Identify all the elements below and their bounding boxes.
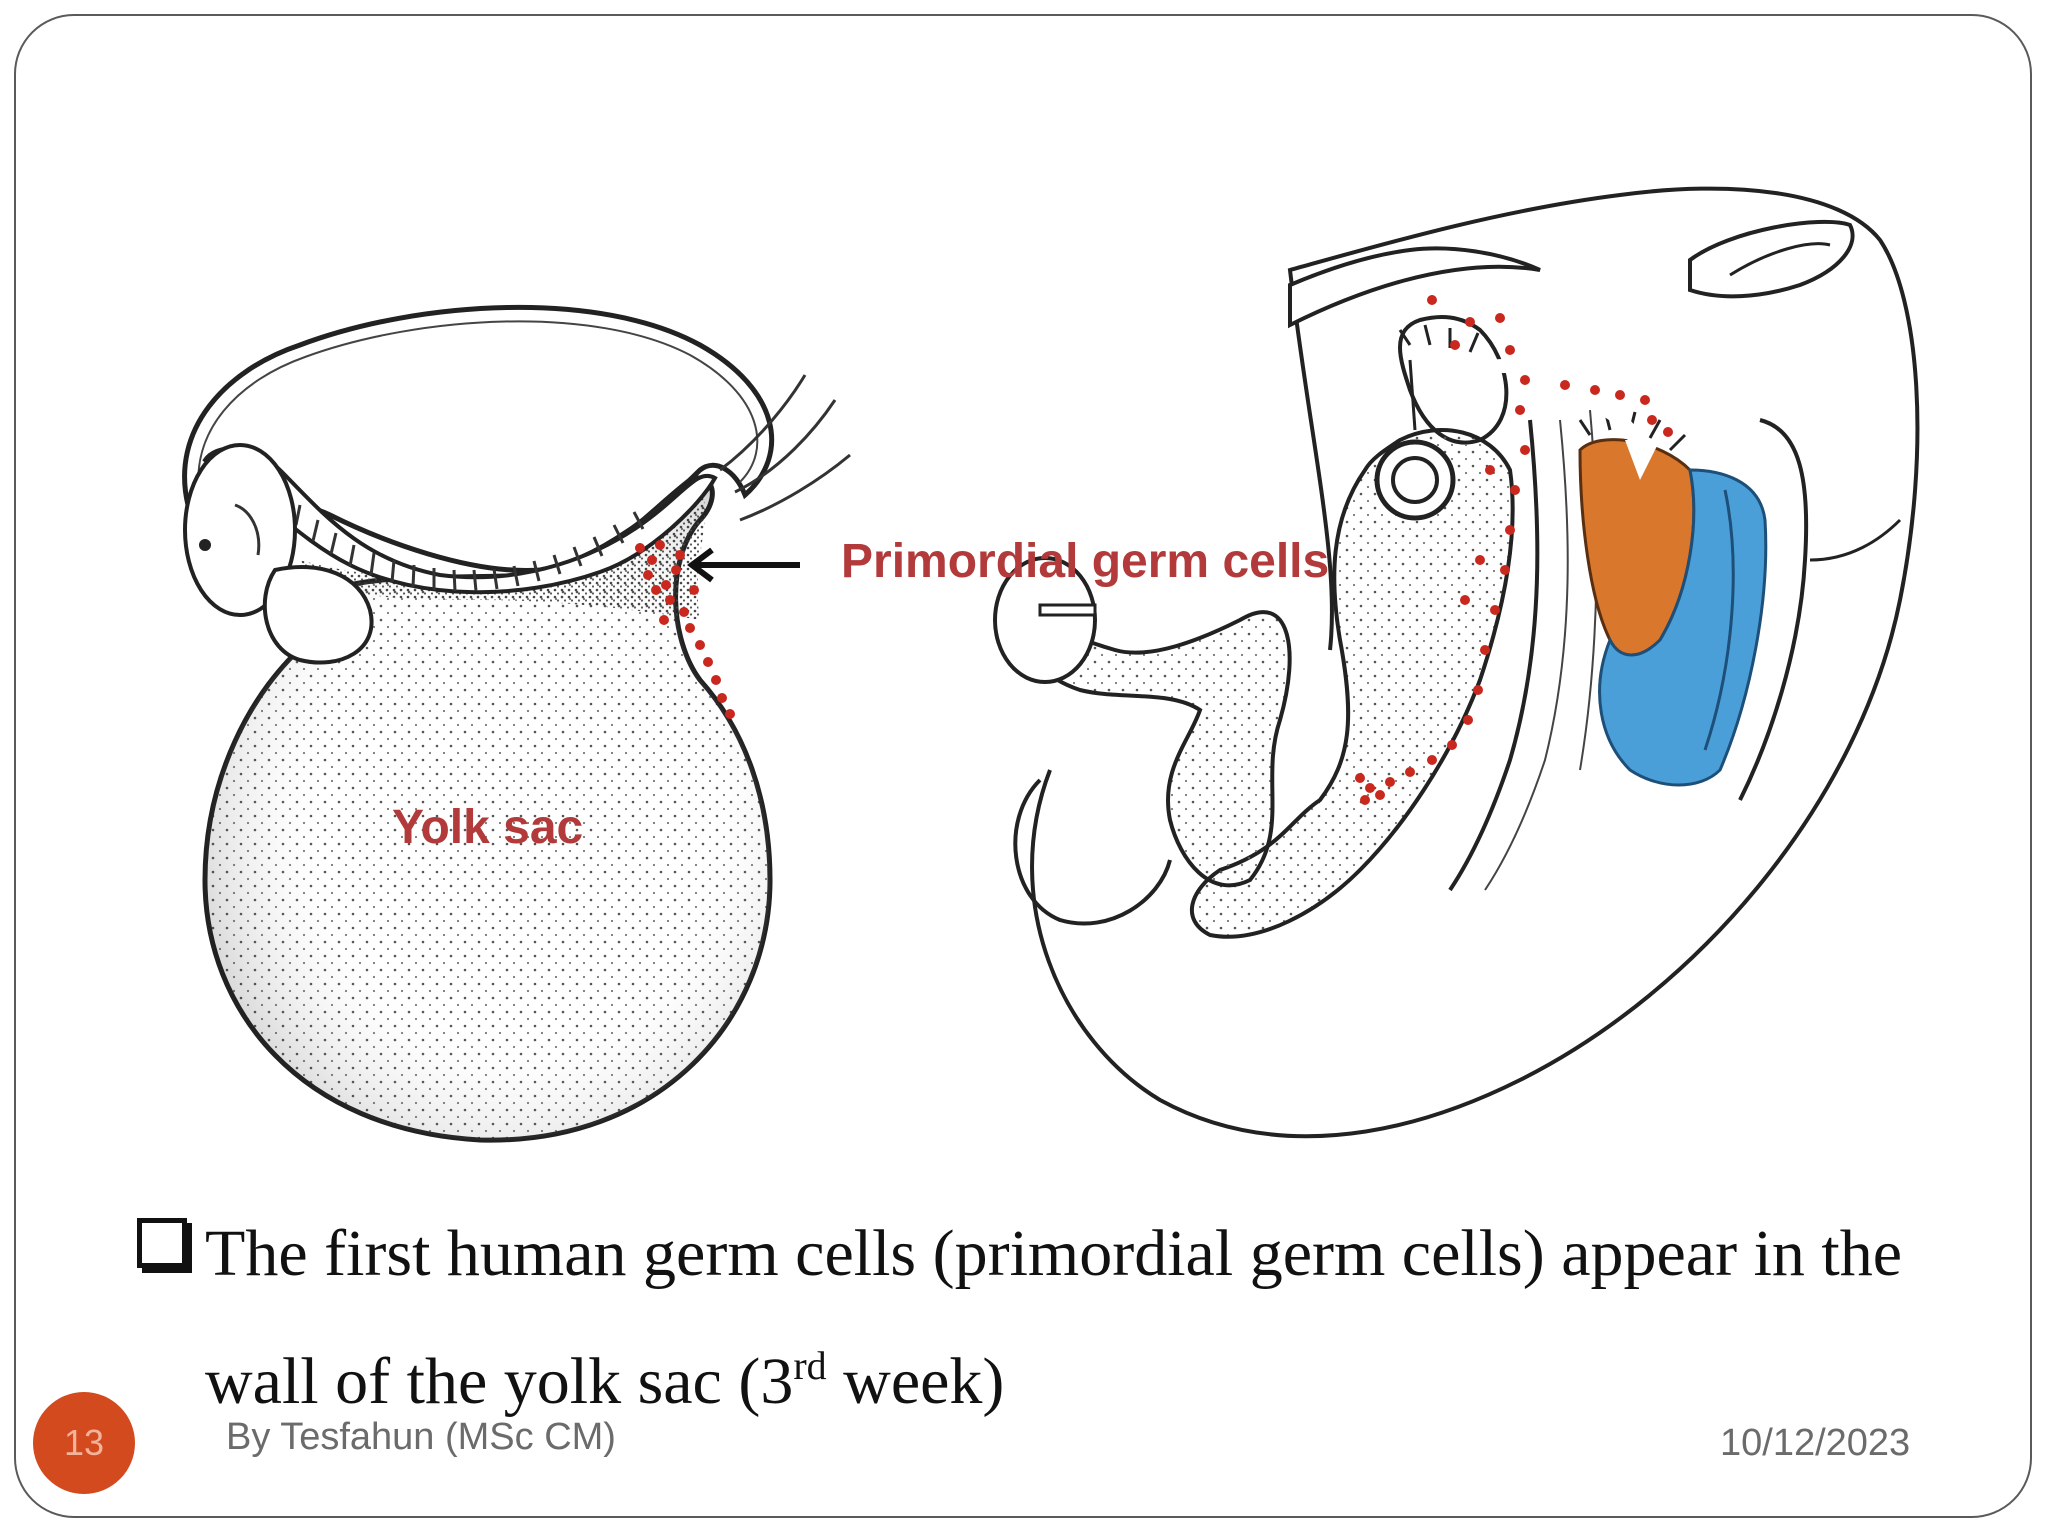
footer-date: 10/12/2023 [1720, 1422, 1911, 1464]
bullet-checkbox-icon [137, 1218, 187, 1268]
germ-cell-dots-left [635, 540, 735, 719]
label-primordial-germ-cells: Primordial germ cells [841, 535, 1330, 588]
arrow-head [687, 547, 714, 583]
germ-cell-dots-right [1355, 295, 1673, 805]
footer-author: By Tesfahun (MSc CM) [226, 1416, 616, 1458]
bullet-line-2-pre: wall of the yolk sac (3 [205, 1345, 794, 1418]
bullet-line-2-post: week) [826, 1345, 1005, 1418]
page-number: 13 [63, 1422, 105, 1463]
label-yolk-sac: Yolk sac [392, 801, 584, 854]
page-number-badge: 13 [33, 1392, 135, 1494]
bullet-line-2: wall of the yolk sac (3rd week) [205, 1318, 1985, 1446]
bullet-superscript: rd [793, 1343, 827, 1388]
right-embryo-drawing [993, 186, 1920, 1139]
bullet-text: The first human germ cells (primordial g… [205, 1190, 1985, 1446]
left-embryo-drawing [182, 304, 851, 1143]
bullet-line-1: The first human germ cells (primordial g… [205, 1217, 1903, 1290]
